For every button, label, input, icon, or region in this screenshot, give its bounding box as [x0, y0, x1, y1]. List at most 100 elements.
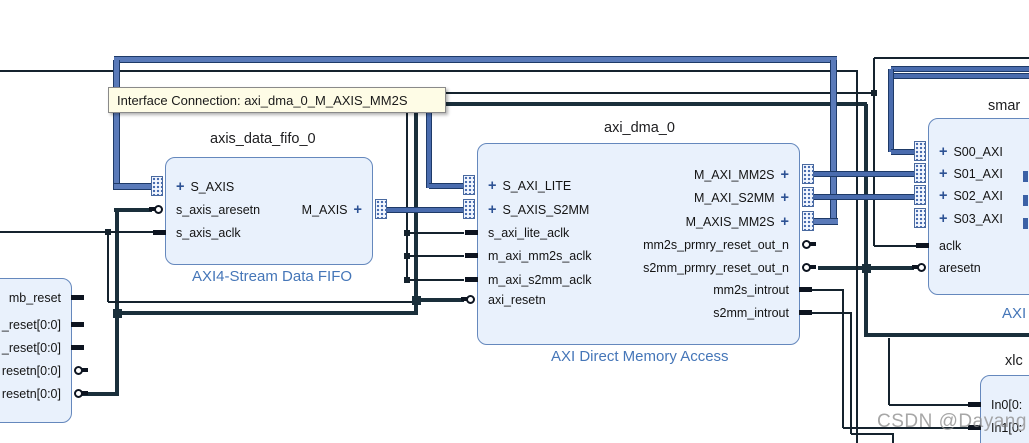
- wire-segment[interactable]: [842, 290, 844, 428]
- port-aresetn[interactable]: aresetn: [929, 258, 1029, 278]
- wire-segment[interactable]: [0, 70, 858, 72]
- port-in0-0[interactable]: In0[0:: [981, 395, 1029, 415]
- interface-pin-connector-icon[interactable]: [914, 141, 926, 161]
- port-axi-resetn[interactable]: axi_resetn: [478, 290, 799, 310]
- wire-segment[interactable]: [117, 311, 416, 315]
- port-s02-axi[interactable]: +S02_AXI: [929, 186, 1029, 206]
- wire-segment[interactable]: [888, 69, 894, 152]
- wire-segment[interactable]: [874, 245, 918, 247]
- port-m-axi-mm2s-aclk[interactable]: m_axi_mm2s_aclk: [478, 246, 799, 266]
- inverted-pin-icon[interactable]: [802, 240, 811, 249]
- expand-plus-icon[interactable]: +: [176, 179, 185, 195]
- wire-segment[interactable]: [813, 171, 914, 177]
- wire-segment[interactable]: [866, 333, 1029, 337]
- wire-segment[interactable]: [892, 434, 894, 443]
- port-s-axis[interactable]: +S_AXIS: [166, 177, 372, 197]
- port-resetn-0-0[interactable]: resetn[0:0]: [0, 361, 71, 381]
- wire-segment[interactable]: [113, 60, 120, 190]
- wire-segment[interactable]: [416, 298, 464, 302]
- wire-segment[interactable]: [426, 113, 432, 188]
- port-m-axis[interactable]: M_AXIS+: [166, 200, 372, 220]
- inverted-pin-icon[interactable]: [917, 263, 926, 272]
- expand-plus-icon[interactable]: +: [780, 214, 789, 230]
- wire-segment[interactable]: [386, 207, 464, 213]
- port-m-axis-mm2s[interactable]: M_AXIS_MM2S+: [478, 212, 799, 232]
- pin-stub-icon[interactable]: [810, 265, 816, 269]
- port-s-axis-aresetn[interactable]: s_axis_aresetn: [166, 200, 372, 220]
- wire-segment[interactable]: [414, 113, 418, 315]
- wire-segment[interactable]: [891, 66, 1029, 72]
- wire-segment[interactable]: [108, 301, 416, 303]
- port-s2mm-introut[interactable]: s2mm_introut: [478, 303, 799, 323]
- pin-stub-icon[interactable]: [465, 253, 478, 258]
- interface-pin-connector-icon[interactable]: [914, 185, 926, 205]
- wire-segment[interactable]: [114, 208, 152, 212]
- pin-stub-icon[interactable]: [71, 295, 84, 300]
- wire-segment[interactable]: [873, 58, 875, 246]
- wire-segment[interactable]: [851, 433, 894, 435]
- expand-plus-icon[interactable]: +: [353, 202, 362, 218]
- wire-segment[interactable]: [889, 404, 974, 406]
- expand-plus-icon[interactable]: +: [780, 190, 789, 206]
- port-mm2s-introut[interactable]: mm2s_introut: [478, 280, 799, 300]
- inverted-pin-icon[interactable]: [74, 366, 83, 375]
- wire-segment[interactable]: [429, 183, 464, 189]
- interface-pin-connector-icon[interactable]: [802, 211, 814, 231]
- pin-stub-icon[interactable]: [82, 391, 88, 395]
- port-m-axi-s2mm-aclk[interactable]: m_axi_s2mm_aclk: [478, 270, 799, 290]
- wire-segment[interactable]: [107, 232, 109, 302]
- inverted-pin-icon[interactable]: [74, 389, 83, 398]
- wire-segment[interactable]: [891, 149, 914, 155]
- pin-stub-icon[interactable]: [968, 402, 981, 407]
- wire-segment[interactable]: [830, 60, 837, 224]
- pin-stub-icon[interactable]: [968, 425, 981, 430]
- port-s-axis-aclk[interactable]: s_axis_aclk: [166, 223, 372, 243]
- port-s-axi-lite-aclk[interactable]: s_axi_lite_aclk: [478, 223, 799, 243]
- wire-segment[interactable]: [874, 57, 1029, 59]
- pin-stub-icon[interactable]: [461, 297, 467, 301]
- wire-segment[interactable]: [407, 255, 464, 257]
- pin-stub-icon[interactable]: [71, 345, 84, 350]
- interface-pin-connector-icon[interactable]: [463, 175, 475, 195]
- wire-segment[interactable]: [813, 194, 914, 200]
- wire-segment[interactable]: [843, 427, 974, 429]
- wire-segment[interactable]: [850, 313, 852, 434]
- port-m-axi-mm2s[interactable]: M_AXI_MM2S+: [478, 165, 799, 185]
- wire-segment[interactable]: [80, 392, 117, 396]
- pin-stub-icon[interactable]: [82, 368, 88, 372]
- expand-plus-icon[interactable]: +: [488, 178, 497, 194]
- inverted-pin-icon[interactable]: [154, 205, 163, 214]
- interface-pin-connector-icon[interactable]: [914, 163, 926, 183]
- interface-pin-connector-icon[interactable]: [802, 164, 814, 184]
- block-xlconcat[interactable]: In0[0: In1[0:: [968, 375, 1029, 443]
- block-proc-sys-reset[interactable]: mb_reset_reset[0:0]_reset[0:0]resetn[0:0…: [0, 278, 88, 423]
- pin-stub-icon[interactable]: [153, 230, 166, 235]
- port-resetn-0-0[interactable]: resetn[0:0]: [0, 384, 71, 404]
- interface-pin-connector-icon[interactable]: [463, 199, 475, 219]
- pin-stub-icon[interactable]: [916, 243, 929, 248]
- block-axis-data-fifo[interactable]: +S_AXIS s_axis_aresetn s_axis_aclk M_AXIS+: [149, 157, 387, 265]
- port-s-axis-s2mm[interactable]: +S_AXIS_S2MM: [478, 200, 799, 220]
- pin-stub-icon[interactable]: [149, 207, 155, 211]
- interface-pin-connector-icon[interactable]: [375, 199, 387, 219]
- port-reset-0-0[interactable]: _reset[0:0]: [0, 338, 71, 358]
- expand-plus-icon[interactable]: +: [939, 188, 948, 204]
- wire-segment[interactable]: [406, 113, 408, 281]
- port-m-axi-s2mm[interactable]: M_AXI_S2MM+: [478, 188, 799, 208]
- wire-segment[interactable]: [864, 104, 868, 337]
- pin-stub-icon[interactable]: [465, 230, 478, 235]
- wire-segment[interactable]: [891, 73, 1029, 79]
- port-s2mm-prmry-reset-out-n[interactable]: s2mm_prmry_reset_out_n: [478, 258, 799, 278]
- pin-stub-icon[interactable]: [465, 277, 478, 282]
- pin-stub-icon[interactable]: [810, 242, 816, 246]
- port-s01-axi[interactable]: +S01_AXI: [929, 164, 1029, 184]
- interface-pin-connector-icon[interactable]: [802, 187, 814, 207]
- port-in1-0[interactable]: In1[0:: [981, 418, 1029, 438]
- wire-segment[interactable]: [114, 56, 837, 63]
- wire-segment[interactable]: [813, 218, 838, 225]
- wire-segment[interactable]: [407, 232, 464, 234]
- pin-stub-icon[interactable]: [912, 265, 918, 269]
- expand-plus-icon[interactable]: +: [939, 166, 948, 182]
- wire-segment[interactable]: [0, 231, 153, 233]
